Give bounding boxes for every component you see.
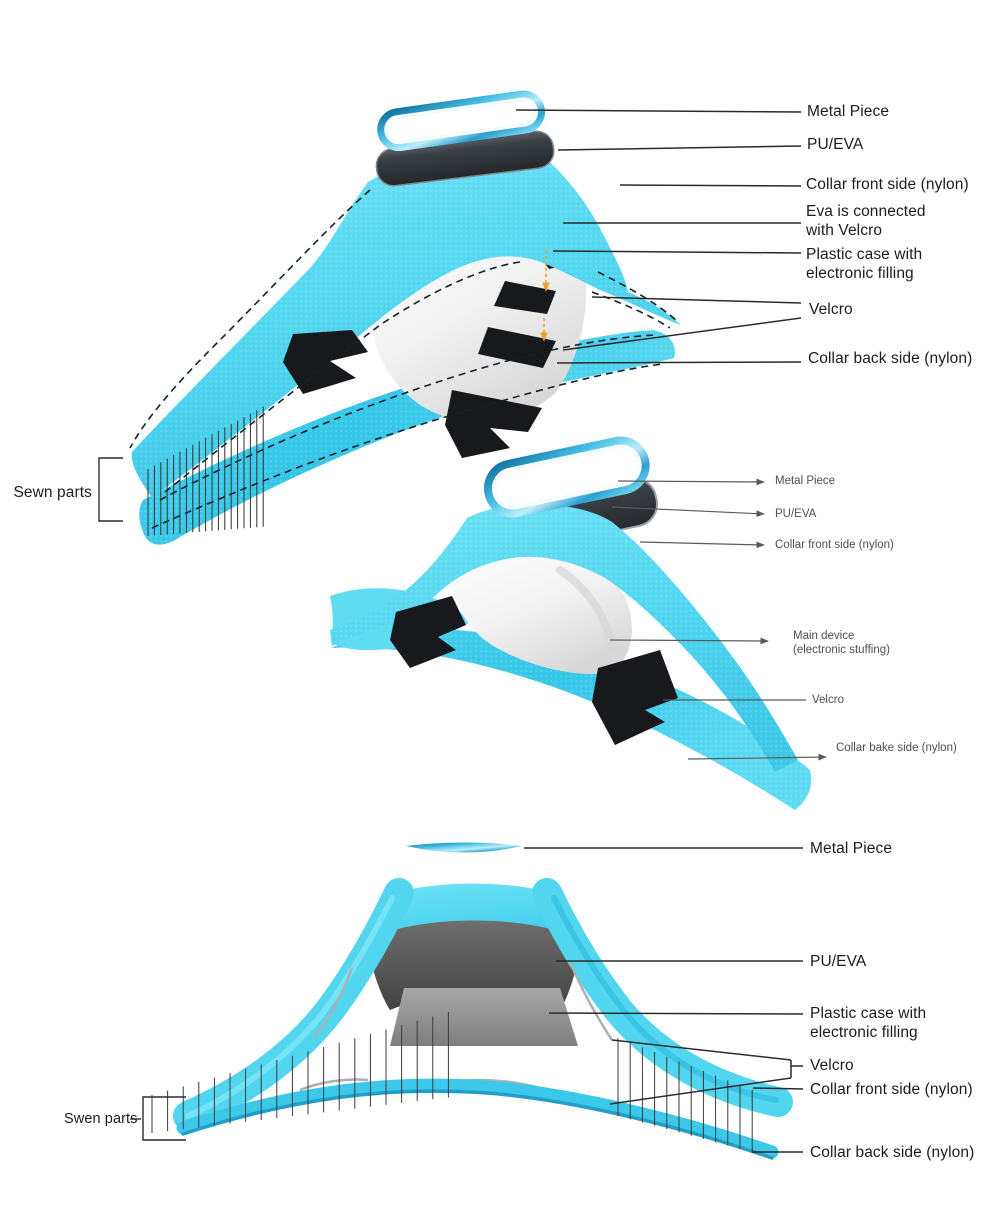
label-top-sewn-parts: Sewn parts [13,484,92,501]
top-leader-lines [515,109,802,364]
top-velcro-zigzag-left [283,330,368,394]
label-top-metal-piece: Metal Piece [807,103,890,120]
middle-velcro-right [592,650,678,745]
bottom-plastic-case [390,988,578,1046]
top-velcro-patch-upper [494,281,556,314]
middle-metal-ring [483,436,650,518]
label-top-plastic-case: Plastic case with electronic filling [806,246,923,282]
middle-main-device [451,549,632,675]
bottom-swen-bracket [130,1096,186,1141]
label-top-eva-velcro: Eva is connected with Velcro [806,203,926,239]
top-sewn-hatching [147,406,264,536]
middle-velcro-left [390,596,466,668]
label-top-collar-front: Collar front side (nylon) [806,176,969,193]
bottom-pu-eva [366,920,582,1010]
bottom-leader-lines [524,847,804,1153]
top-sewn-bracket [98,457,123,522]
label-middle-metal-piece: Metal Piece [775,475,836,487]
label-middle-pu-eva: PU/EVA [775,508,817,520]
top-velcro-patch-lower [478,327,556,368]
label-top-velcro: Velcro [809,301,853,318]
label-bottom-plastic-case: Plastic case with electronic filling [810,1005,927,1041]
label-bottom-pu-eva: PU/EVA [810,953,867,970]
bottom-collar-back-band [176,1078,779,1160]
label-bottom-velcro: Velcro [810,1057,854,1074]
top-velcro-zigzag-center [445,390,542,458]
label-top-collar-back: Collar back side (nylon) [808,350,973,367]
label-middle-velcro: Velcro [812,694,844,706]
label-bottom-swen-parts: Swen parts [64,1111,138,1127]
label-bottom-collar-back: Collar back side (nylon) [810,1144,975,1161]
label-top-pu-eva: PU/EVA [807,136,864,153]
label-middle-collar-back: Collar bake side (nylon) [836,742,957,754]
top-velcro-connectors [540,250,550,342]
label-middle-collar-front: Collar front side (nylon) [775,539,894,551]
bottom-metal-piece [406,842,522,853]
bottom-diagram [130,842,804,1160]
top-stitch-dashes [129,189,679,529]
middle-leader-lines [609,478,827,761]
bottom-hatching-right [617,1038,753,1153]
label-middle-main-device: Main device (electronic stuffing) [793,630,890,656]
top-diagram [98,90,802,545]
middle-diagram [330,436,827,810]
bottom-hatching-left [151,1012,449,1133]
label-bottom-metal-piece: Metal Piece [810,840,893,857]
label-bottom-collar-front: Collar front side (nylon) [810,1081,973,1098]
